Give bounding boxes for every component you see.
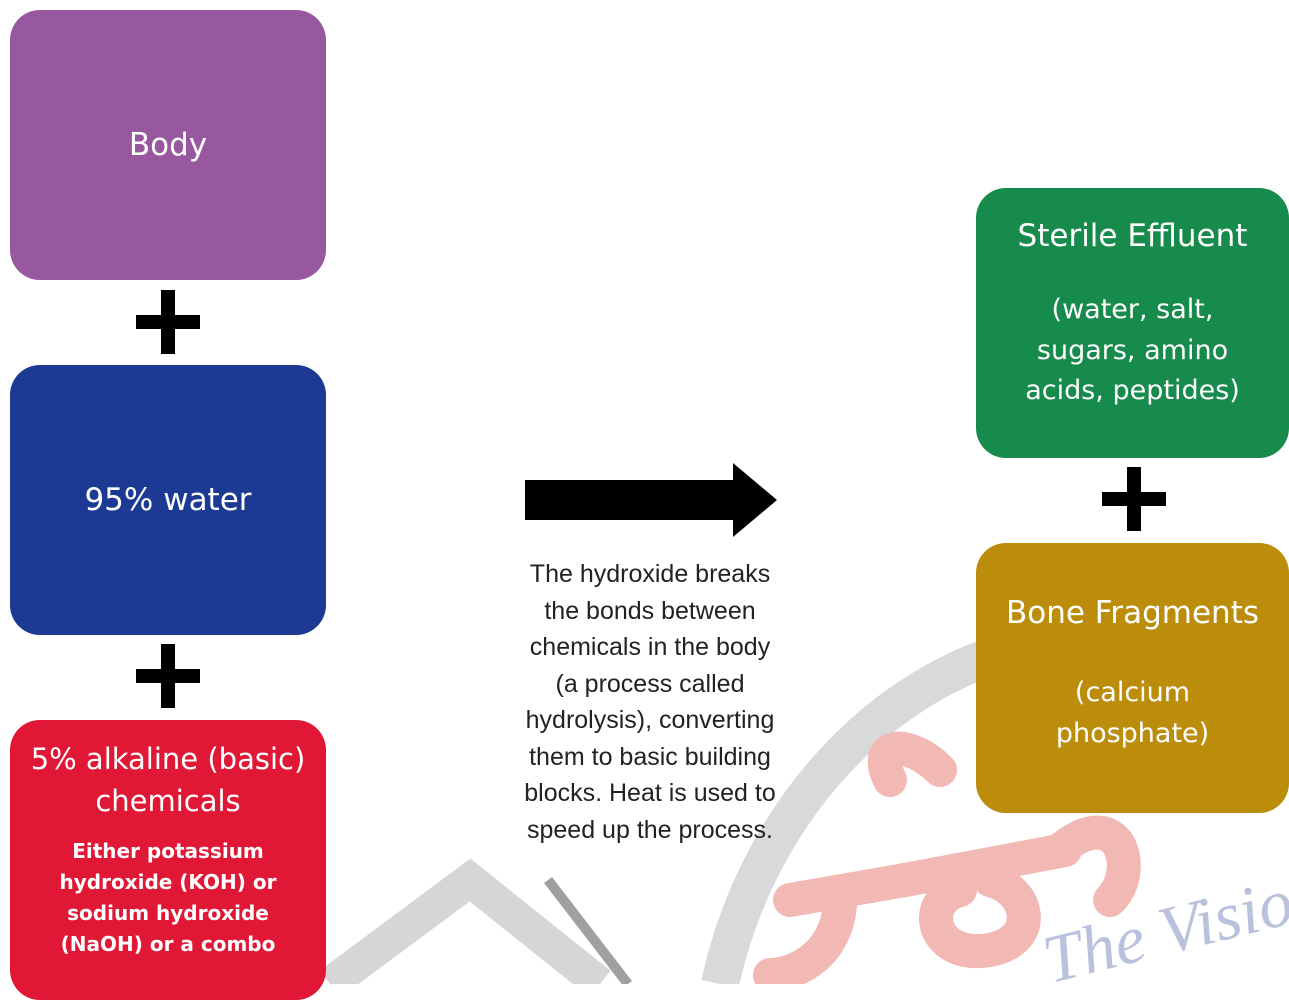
alkaline-box-detail: Either potassium hydroxide (KOH) or sodi… (59, 839, 277, 957)
water-box: 95% water (10, 365, 326, 635)
sterile-effluent-detail: (water, salt, sugars, amino acids, pepti… (1025, 294, 1240, 407)
plus-icon (136, 290, 200, 354)
process-description: The hydroxide breaks the bonds between c… (524, 560, 776, 844)
bone-fragments-title: Bone Fragments (1005, 595, 1260, 631)
plus-icon (136, 644, 200, 708)
watermark-glyph (753, 731, 1141, 984)
right-arrow-icon (525, 463, 777, 537)
bone-fragments-box: Bone Fragments (calcium phosphate) (976, 543, 1289, 813)
bone-fragments-detail: (calcium phosphate) (1055, 677, 1210, 749)
alkaline-box: 5% alkaline (basic) chemicals Either pot… (10, 720, 326, 1000)
alkaline-box-title: 5% alkaline (basic) chemicals (30, 742, 306, 819)
plus-icon (1102, 467, 1166, 531)
sterile-effluent-box: Sterile Effluent (water, salt, sugars, a… (976, 188, 1289, 458)
watermark-arc-left (319, 858, 611, 984)
watermark-text: The Vision (1035, 855, 1289, 985)
sterile-effluent-title: Sterile Effluent (1017, 218, 1248, 254)
water-box-title: 95% water (84, 481, 252, 518)
body-box: Body (10, 10, 326, 280)
watermark-line (544, 876, 632, 984)
body-box-title: Body (128, 126, 208, 163)
